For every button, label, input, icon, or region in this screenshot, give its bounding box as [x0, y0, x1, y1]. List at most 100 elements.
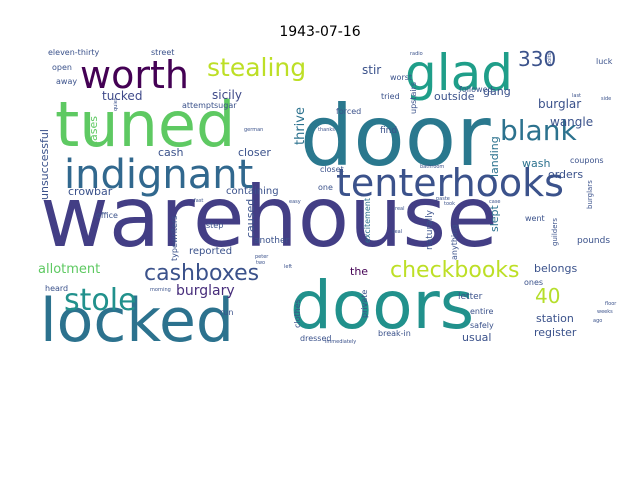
cloud-word: crowbar	[68, 185, 113, 198]
cloud-word: blank	[500, 114, 577, 147]
cloud-word: fast	[194, 198, 203, 204]
cloud-word: bathroom	[420, 164, 444, 170]
cloud-word: street	[151, 48, 174, 57]
cloud-word: upstairs	[409, 82, 418, 114]
cloud-word: stir	[362, 63, 381, 77]
cloud-word: tucked	[102, 89, 142, 103]
cloud-word: burglar	[538, 97, 581, 111]
cloud-word: luck	[596, 57, 613, 66]
cloud-word: cashboxes	[144, 261, 259, 286]
cloud-word: closet	[320, 165, 344, 174]
cloud-word: thrive	[293, 107, 308, 145]
cloud-word: letter	[458, 292, 483, 302]
cloud-word: station	[536, 312, 574, 325]
cloud-word: caused	[244, 199, 257, 238]
cloud-word: register	[534, 326, 577, 339]
cloud-word: seal	[392, 229, 402, 235]
cloud-word: radio	[410, 51, 423, 57]
cloud-word: stole	[64, 283, 137, 318]
cloud-word: eleven-thirty	[48, 48, 100, 57]
cloud-word: naturally	[425, 209, 435, 250]
cloud-word: tried	[381, 92, 400, 101]
cloud-word: bolts	[547, 52, 553, 65]
cloud-word: attempt	[182, 101, 214, 110]
cloud-word: dressed	[300, 334, 331, 343]
cloud-word: guilders	[551, 218, 559, 246]
cloud-word: slept	[488, 204, 501, 232]
cloud-word: excitement	[363, 198, 372, 243]
cloud-word: immediately	[325, 339, 356, 345]
cloud-word: two	[256, 260, 265, 266]
cloud-word: last	[572, 93, 581, 99]
cloud-word: find	[380, 126, 397, 136]
cloud-word: closer	[238, 146, 271, 159]
cloud-word: cash	[158, 146, 184, 159]
cloud-word: cases	[87, 116, 100, 147]
cloud-word: 40	[535, 284, 560, 308]
cloud-word: clothes	[293, 299, 302, 328]
cloud-word: sicily	[212, 88, 242, 102]
cloud-word: usual	[462, 331, 491, 344]
cloud-word: glad	[405, 44, 513, 102]
cloud-word: left	[284, 264, 292, 270]
cloud-word: stealing	[207, 53, 306, 82]
cloud-word: the	[350, 265, 368, 278]
cloud-word: real	[395, 206, 404, 212]
cloud-word: anything	[450, 225, 459, 260]
cloud-word: entire	[470, 307, 493, 316]
cloud-word: burglars	[586, 180, 594, 209]
cloud-word: weeks	[597, 309, 613, 315]
cloud-word: side	[601, 96, 611, 102]
cloud-word: landing	[488, 136, 501, 177]
cloud-word: run	[220, 308, 233, 317]
cloud-word: paste	[436, 196, 450, 202]
cloud-word: sugar	[214, 101, 237, 110]
cloud-word: safely	[470, 321, 494, 330]
cloud-word: pounds	[577, 236, 610, 246]
cloud-word: burglary	[176, 283, 235, 299]
cloud-word: tuned	[55, 88, 235, 161]
cloud-word: took	[444, 201, 455, 207]
cloud-word: worth	[80, 53, 189, 97]
cloud-word: office	[96, 211, 118, 220]
cloud-word: one	[318, 183, 333, 192]
cloud-word: worst	[390, 73, 412, 82]
chart-title: 1943-07-16	[279, 24, 361, 40]
cloud-word: gang	[483, 85, 511, 98]
cloud-word: followed	[459, 85, 493, 94]
cloud-word: tenterhooks	[336, 161, 564, 205]
cloud-word: outside	[434, 90, 475, 103]
cloud-word: reported	[189, 246, 232, 257]
cloud-word: 330	[518, 47, 556, 71]
cloud-word: belongs	[534, 262, 577, 275]
cloud-word: easy	[289, 199, 301, 205]
cloud-word: case	[489, 199, 501, 205]
cloud-word: containing	[226, 186, 279, 197]
cloud-word: forced	[336, 107, 361, 116]
cloud-word: allotment	[38, 262, 100, 277]
cloud-word: heard	[45, 284, 68, 293]
cloud-word: wash	[522, 157, 550, 170]
cloud-word: peter	[255, 254, 269, 260]
cloud-word: coupons	[570, 156, 604, 165]
cloud-word: typewriters	[170, 216, 179, 261]
cloud-word: quiet	[113, 98, 119, 111]
cloud-word: private	[360, 290, 369, 318]
cloud-word: away	[56, 77, 77, 86]
cloud-word: checkbooks	[390, 258, 520, 283]
cloud-word: step	[206, 221, 223, 230]
cloud-word: break-in	[378, 329, 411, 338]
cloud-word: open	[52, 63, 72, 72]
cloud-word: unsuccessful	[38, 129, 51, 200]
cloud-word: locked	[40, 286, 234, 356]
cloud-word: warehouse	[40, 168, 498, 266]
cloud-word: morning	[150, 287, 171, 293]
cloud-word: wangle	[550, 115, 593, 129]
cloud-word: floor	[605, 301, 617, 307]
cloud-word: ago	[593, 318, 602, 324]
cloud-word: german	[244, 127, 263, 133]
cloud-word: thanks	[318, 127, 335, 133]
cloud-word: ones	[524, 278, 543, 287]
cloud-word: orders	[548, 168, 583, 181]
